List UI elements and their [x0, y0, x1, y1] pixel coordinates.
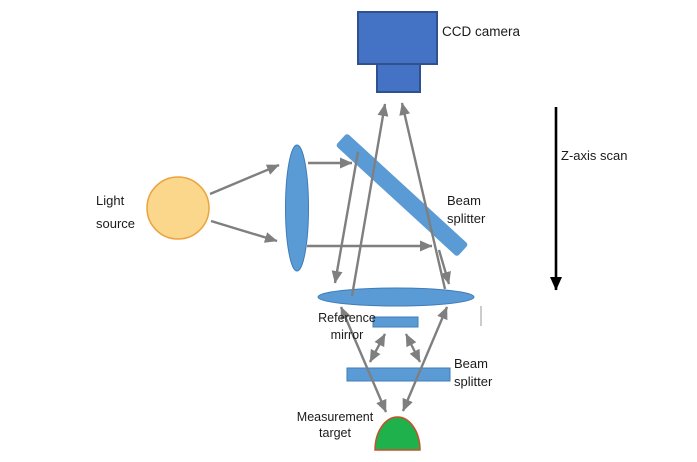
beam-path-arrows	[209, 102, 451, 413]
label-ccd-camera: CCD camera	[442, 24, 521, 39]
light-source-circle	[146, 176, 210, 240]
measurement-target-dome	[374, 416, 421, 451]
ccd-camera-body	[357, 11, 438, 65]
label-beam-splitter-bottom: Beam splitter	[454, 356, 493, 389]
lens-wide	[317, 287, 475, 307]
lens-vertical	[285, 144, 309, 272]
label-z-axis-scan: Z-axis scan	[561, 148, 628, 163]
arrow-beamsplitter-down-left	[331, 151, 360, 284]
reference-mirror-plate	[372, 316, 419, 328]
arrow-lens-target-left	[339, 306, 388, 413]
label-measurement-target: Measurement target	[296, 410, 374, 440]
ccd-camera-mount	[376, 63, 421, 93]
arrow-source-to-lens-upper	[209, 163, 280, 196]
label-reference-mirror: Reference mirror	[318, 311, 376, 342]
arrow-up-to-ccd-right	[399, 102, 447, 290]
arrow-mirror-splitter-left	[368, 333, 387, 363]
arrow-source-to-lens-lower	[210, 219, 278, 243]
label-light-source: Light source	[96, 193, 136, 231]
label-beam-splitter-top: Beam splitter	[447, 193, 486, 226]
arrow-beamsplitter-down-right	[437, 249, 451, 285]
arrow-lens-target-right	[401, 306, 449, 412]
arrow-mirror-splitter-right	[404, 333, 422, 363]
arrow-up-to-ccd-left	[350, 103, 389, 297]
beam-splitter-bottom-plate	[346, 367, 451, 382]
beam-splitter-top-plate	[336, 134, 468, 256]
